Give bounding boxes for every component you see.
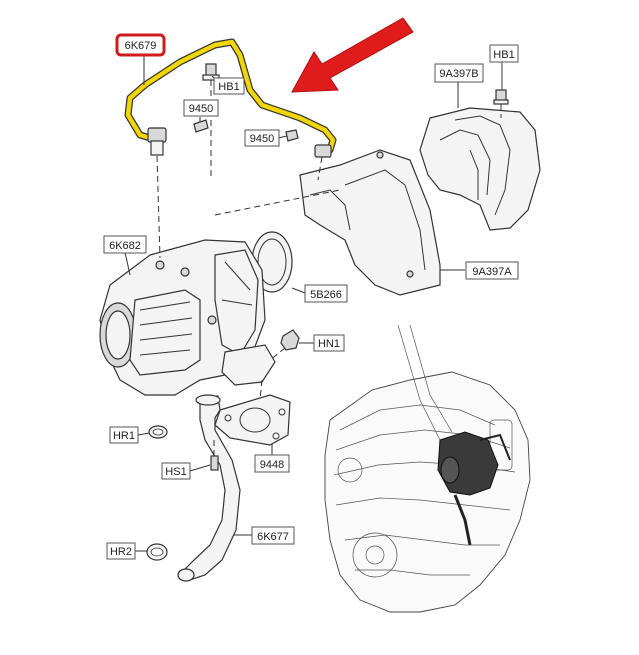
callout-9450-left: 9450 — [183, 99, 219, 117]
svg-text:5B266: 5B266 — [310, 289, 342, 301]
turbocharger-part — [99, 239, 276, 396]
svg-text:HB1: HB1 — [493, 49, 514, 61]
callout-9a397a: 9A397A — [465, 261, 519, 280]
callout-hn1: HN1 — [313, 334, 345, 352]
callout-6k679: 6K679 — [115, 33, 166, 57]
svg-text:HB1: HB1 — [218, 81, 239, 93]
svg-text:9A397A: 9A397A — [472, 266, 512, 278]
heat-shield-upper-part — [419, 107, 541, 231]
svg-text:HS1: HS1 — [165, 466, 186, 478]
svg-text:6K679: 6K679 — [125, 40, 157, 52]
oil-return-pipe-part — [177, 394, 241, 582]
callout-9448: 9448 — [254, 454, 290, 473]
o-ring-hr2-part — [146, 543, 168, 561]
svg-text:6K682: 6K682 — [109, 240, 141, 252]
nut-hn1-part — [269, 329, 300, 361]
callout-hb1-right: HB1 — [489, 44, 519, 63]
callout-hb1-top: HB1 — [213, 77, 245, 95]
callout-5b266: 5B266 — [304, 284, 348, 303]
svg-text:HR2: HR2 — [110, 546, 132, 558]
washer-9450-left-part — [193, 119, 209, 133]
callout-9450-right: 9450 — [244, 129, 280, 147]
callout-hr2: HR2 — [106, 542, 136, 560]
bolt-hb1-right-part — [493, 89, 509, 118]
callout-hs1: HS1 — [161, 462, 191, 480]
callout-6k677: 6K677 — [251, 526, 295, 545]
callout-6k682: 6K682 — [103, 235, 147, 254]
svg-text:HR1: HR1 — [113, 430, 135, 442]
stud-hs1-part — [210, 440, 219, 471]
leader-lines — [124, 55, 503, 552]
callout-hr1: HR1 — [109, 426, 139, 444]
pointer-arrow-icon — [291, 17, 414, 93]
svg-text:9450: 9450 — [250, 133, 274, 145]
svg-text:HN1: HN1 — [318, 338, 340, 350]
o-ring-hr1-part — [148, 425, 168, 439]
heat-shield-lower-part — [299, 149, 441, 296]
svg-text:9450: 9450 — [189, 103, 213, 115]
gasket-9448-part — [214, 379, 291, 446]
svg-text:9A397B: 9A397B — [439, 68, 478, 80]
svg-text:9448: 9448 — [260, 459, 284, 471]
oil-feed-pipe-part — [124, 38, 337, 259]
callout-9a397b: 9A397B — [434, 63, 484, 83]
washer-9450-right-part — [285, 129, 299, 142]
svg-text:6K677: 6K677 — [257, 531, 289, 543]
engine-inset-illustration — [324, 324, 531, 613]
